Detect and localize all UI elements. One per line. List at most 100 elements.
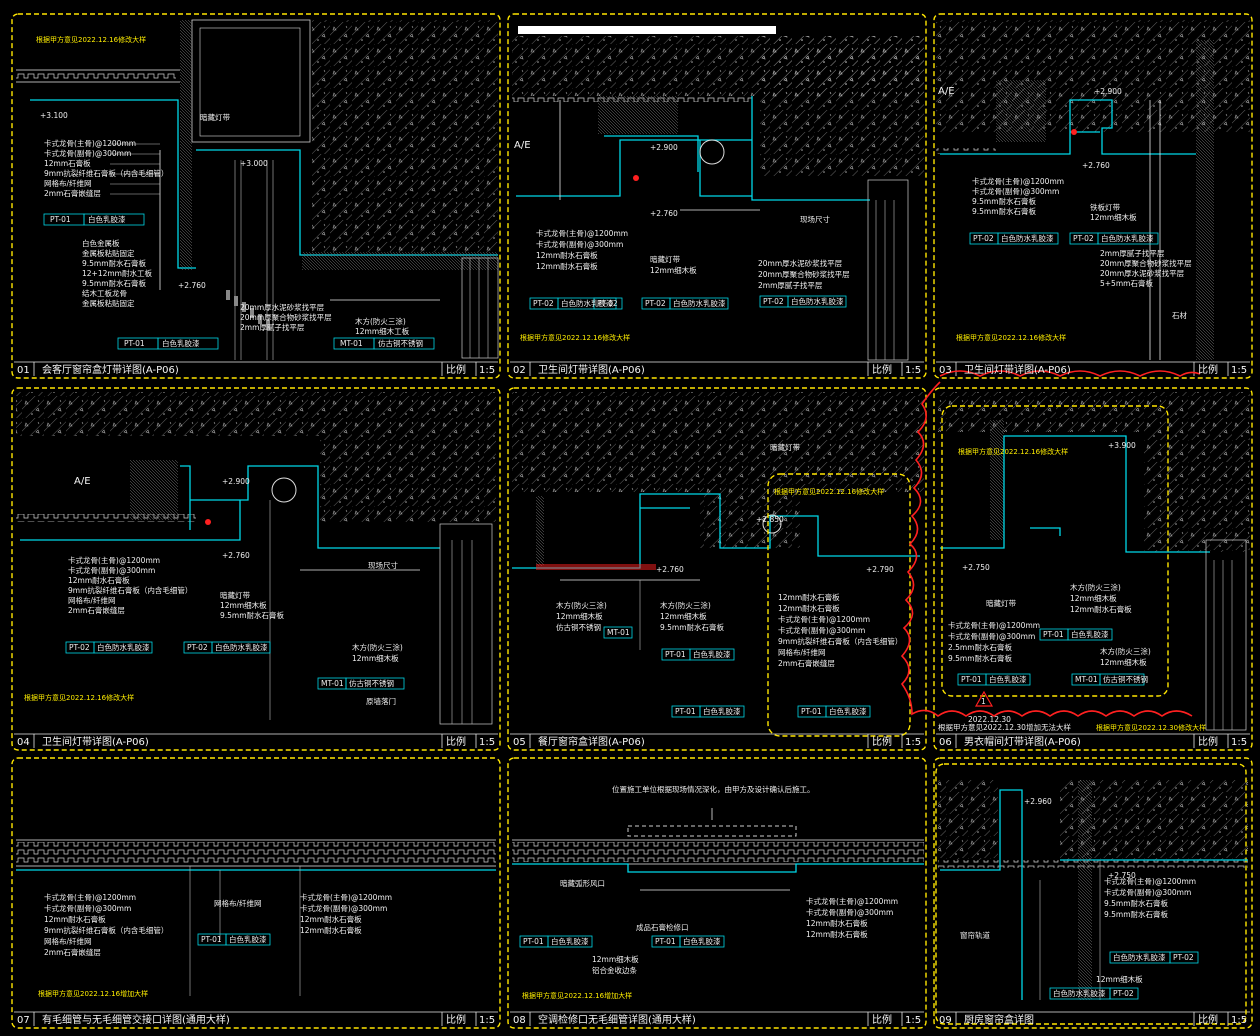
revision-cloud <box>900 381 1193 718</box>
material-label: 卡式龙骨(主骨)@1200mm <box>536 228 628 238</box>
concrete-slab <box>312 20 498 252</box>
material-label: 卡式龙骨(副骨)@300mm <box>44 148 131 158</box>
material-label: 白色金属板 <box>82 238 120 248</box>
material-label: 9.5mm耐水石膏板 <box>220 610 285 620</box>
material-label: 12mm耐水石膏板 <box>536 261 598 271</box>
tag-desc: 白色防水乳胶漆 <box>97 642 150 652</box>
scale-value: 1:5 <box>905 737 921 748</box>
material-label: 9.5mm耐水石膏板 <box>972 206 1037 216</box>
revision-cloud <box>939 370 1201 377</box>
elevation-mark: +2.900 <box>1094 87 1122 96</box>
elevation-mark: +3.000 <box>240 159 268 168</box>
revision-cloud-box <box>767 473 911 737</box>
tag-code: PT-02 <box>1073 234 1094 243</box>
material-label: 20mm厚水泥砂浆找平层 <box>758 258 843 268</box>
scale-value: 1:5 <box>905 365 921 376</box>
material-label: 9.5mm耐水石膏板 <box>972 196 1037 206</box>
material-label: 12mm细木板 <box>220 600 267 610</box>
elevation-mark: +2.760 <box>222 551 250 560</box>
scale-value: 1:5 <box>1231 1015 1247 1026</box>
ceiling-rail <box>16 842 496 864</box>
revision-note: 根据甲方意见2022.12.16修改大样 <box>956 333 1066 342</box>
concrete-slab <box>700 492 800 548</box>
plasterboard-profile <box>516 96 870 201</box>
ae-mark: A/E <box>938 86 955 97</box>
tag-code: PT-01 <box>523 937 544 946</box>
panel-border <box>933 13 1253 379</box>
tag-desc: 白色乳胶漆 <box>683 936 721 946</box>
material-label: 12mm细木板 <box>1090 212 1137 222</box>
material-label: 12mm耐水石膏板 <box>778 592 840 602</box>
tag-desc: 白色防水乳胶漆 <box>1053 988 1106 998</box>
ceiling-rail <box>936 148 996 154</box>
material-label: 网格布/纤维网 <box>44 178 92 188</box>
tag-code: MT-01 <box>321 679 344 688</box>
tag-desc: 仿古铜不锈钢 <box>378 338 423 348</box>
material-label: 12mm细木板 <box>1100 657 1147 667</box>
material-tag <box>593 297 623 310</box>
title-block <box>518 26 776 34</box>
tag-desc: 白色乳胶漆 <box>703 706 741 716</box>
concrete-slab <box>16 392 496 436</box>
window-frame <box>461 257 499 359</box>
tag-code: PT-01 <box>655 937 676 946</box>
material-label: 木方(防火三涂) <box>660 600 711 610</box>
panel-title: 餐厅窗帘盒详图(A-P06) <box>538 735 645 748</box>
material-label: 木方(防火三涂) <box>352 642 403 652</box>
scale-value: 1:5 <box>479 737 495 748</box>
material-label: 9.5mm耐水石膏板 <box>1104 909 1169 919</box>
curtain-rail-circle <box>271 477 297 503</box>
ceiling-rail <box>512 842 924 862</box>
scale-label: 比例 <box>1198 363 1218 376</box>
tag-code: PT-01 <box>961 675 982 684</box>
material-label: 网格布/纤维网 <box>68 595 116 605</box>
panel-number: 03 <box>939 365 952 376</box>
material-label: 20mm厚聚合物砂浆找平层 <box>1100 258 1192 268</box>
panel-title: 空调检修口无毛细管详图(通用大样) <box>538 1013 696 1026</box>
material-label: 卡式龙骨(主骨)@1200mm <box>300 892 392 902</box>
panel-number: 02 <box>513 365 526 376</box>
wall-column <box>536 496 544 566</box>
tag-code: PT-01 <box>1043 630 1064 639</box>
tag-code: PT-02 <box>973 234 994 243</box>
revision-number: 1 <box>981 697 986 706</box>
material-label: 结木工板龙骨 <box>82 288 127 298</box>
revision-note: 根据甲方意见2022.12.16修改大样 <box>774 487 884 496</box>
tag-code: MT-01 <box>340 339 363 348</box>
tag-code: MT-01 <box>1075 675 1098 684</box>
tag-desc: 白色乳胶漆 <box>989 674 1027 684</box>
panel-number: 06 <box>939 737 952 748</box>
scale-label: 比例 <box>1198 735 1218 748</box>
panel-title: 卫生间灯带详图(A-P06) <box>538 363 645 376</box>
material-label: 木方(防火三涂) <box>1070 582 1121 592</box>
revision-note-red: 根据甲方意见2022.12.30增加无法大样 <box>938 722 1071 732</box>
tag-desc: 白色乳胶漆 <box>229 934 267 944</box>
material-tag <box>157 337 219 350</box>
material-label: 铁板灯带 <box>1090 202 1120 212</box>
material-label: 12mm细木板 <box>352 653 399 663</box>
material-label: 木方(防火三涂) <box>355 316 406 326</box>
revision-triangle <box>974 690 994 707</box>
panel-title: 卫生间灯带详图(A-P06) <box>42 735 149 748</box>
material-label: 网格布/纤维网 <box>778 647 826 657</box>
led-marker <box>205 519 211 525</box>
tag-code: PT-01 <box>665 650 686 659</box>
material-label: 暗藏弧形风口 <box>560 878 605 888</box>
tag-code: PT-01 <box>50 215 71 224</box>
window-frame <box>867 179 909 361</box>
tag-desc: 白色防水乳胶漆 <box>673 298 726 308</box>
ae-mark: A/E <box>74 476 91 487</box>
material-label: 卡式龙骨(副骨)@300mm <box>806 907 893 917</box>
material-label: 9mm抗裂纤维石膏板（内含毛细管） <box>68 585 192 595</box>
tag-code: PT-02 <box>763 297 784 306</box>
tag-code: PT-02 <box>1173 953 1194 962</box>
material-tag <box>669 297 729 310</box>
material-label: 卡式龙骨(主骨)@1200mm <box>1104 876 1196 886</box>
tag-desc: 白色防水乳胶漆 <box>1101 233 1154 243</box>
panel-title: 有毛细管与无毛细管交接口详图(通用大样) <box>42 1013 230 1026</box>
scale-label: 比例 <box>872 735 892 748</box>
material-label: 12mm耐水石膏板 <box>68 575 130 585</box>
concrete-slab <box>1144 432 1250 552</box>
stone-label: 石材 <box>1172 310 1188 320</box>
